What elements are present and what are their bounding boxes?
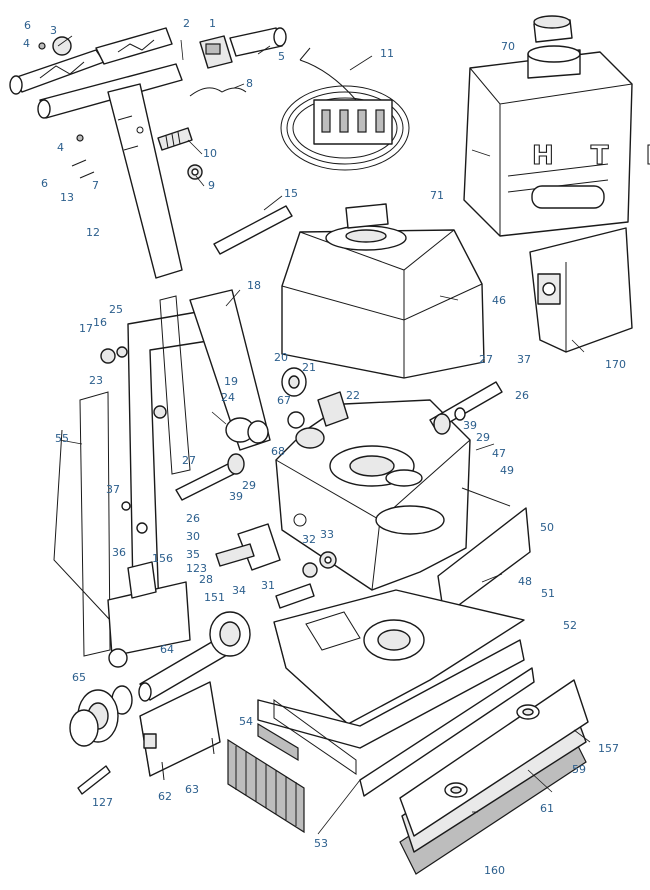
- callout-label: 9: [208, 179, 215, 192]
- callout-label: 61: [540, 802, 554, 815]
- axle-parts: [175, 381, 503, 501]
- callout-label: 26: [515, 389, 529, 402]
- callout-label: 37: [106, 483, 120, 496]
- callout-label: 156: [152, 552, 173, 565]
- callout-label: 70: [501, 40, 515, 53]
- motor-housing: [275, 391, 471, 591]
- callout-label: 10: [203, 147, 217, 160]
- callout-label: 39: [463, 419, 477, 432]
- callout-label: 151: [204, 591, 225, 604]
- leader-lines: [57, 35, 591, 835]
- callout-label: 1: [209, 17, 216, 30]
- callout-label: 63: [185, 783, 199, 796]
- callout-label: 160: [484, 864, 505, 877]
- callout-label: 6: [24, 19, 31, 32]
- callout-label: 29: [242, 479, 256, 492]
- motor-cover: [281, 203, 485, 379]
- callout-label: 26: [186, 512, 200, 525]
- callout-label: 65: [72, 671, 86, 684]
- callout-label: 22: [346, 389, 360, 402]
- frame-assembly: [53, 289, 271, 668]
- brush-strips: [227, 722, 305, 834]
- callout-label: 27: [479, 353, 493, 366]
- callout-label: 52: [563, 619, 577, 632]
- callout-label: 31: [261, 579, 275, 592]
- callout-label: 59: [572, 763, 586, 776]
- callout-label: 34: [232, 584, 246, 597]
- power-cord: [280, 47, 410, 171]
- callout-label: 64: [160, 643, 174, 656]
- callout-label: 19: [224, 375, 238, 388]
- base-plate: [257, 589, 535, 797]
- callout-label: 55: [55, 432, 69, 445]
- tube-15: [213, 205, 293, 255]
- callout-label: 29: [476, 431, 490, 444]
- callout-label: 46: [492, 294, 506, 307]
- container-label: H T F: [532, 141, 650, 171]
- callout-label: 16: [93, 316, 107, 329]
- callout-label: 53: [314, 837, 328, 850]
- callout-label: 5: [278, 50, 285, 63]
- callout-label: 36: [112, 546, 126, 559]
- callout-label: 15: [284, 187, 298, 200]
- callout-label: 8: [246, 77, 253, 90]
- pulleys: [225, 367, 307, 444]
- callout-label: 21: [302, 361, 316, 374]
- callout-label: 157: [598, 742, 619, 755]
- roller-assembly: [69, 611, 251, 795]
- callout-label: 2: [183, 17, 190, 30]
- handle-assembly: [9, 27, 287, 279]
- callout-label: 25: [109, 303, 123, 316]
- callout-label: 28: [199, 573, 213, 586]
- solution-tank: H T F: [463, 15, 650, 237]
- callout-label: 3: [50, 24, 57, 37]
- callout-label: 4: [57, 141, 64, 154]
- callout-label: 17: [79, 322, 93, 335]
- plate-47: [461, 487, 511, 507]
- callout-label: 50: [540, 521, 554, 534]
- callout-label: 39: [229, 490, 243, 503]
- callout-label: 170: [605, 358, 626, 371]
- callout-label: 7: [92, 179, 99, 192]
- callout-label: 24: [221, 391, 235, 404]
- callout-label: 20: [274, 351, 288, 364]
- callout-label: 33: [320, 528, 334, 541]
- callout-label: 68: [271, 445, 285, 458]
- callout-label: 6: [41, 177, 48, 190]
- callout-label: 11: [380, 47, 394, 60]
- callout-label: 71: [430, 189, 444, 202]
- callout-label: 12: [86, 226, 100, 239]
- callout-label: 123: [186, 562, 207, 575]
- callout-label: 67: [277, 394, 291, 407]
- callout-label: 47: [492, 447, 506, 460]
- callout-label: 27: [182, 454, 196, 467]
- callout-label: 54: [239, 715, 253, 728]
- callout-label: 23: [89, 374, 103, 387]
- callout-label: 13: [60, 191, 74, 204]
- callout-label: 127: [92, 796, 113, 809]
- bracket-assembly: [215, 523, 337, 609]
- callout-labels: 1 2 3 4 4 5 6 6 7 8 9 10 11 12 13 15 16 …: [23, 17, 626, 877]
- callout-label: 62: [158, 790, 172, 803]
- callout-label: 30: [186, 530, 200, 543]
- callout-label: 51: [541, 587, 555, 600]
- callout-label: 18: [247, 279, 261, 292]
- filter-bag: [529, 227, 633, 353]
- callout-label: 48: [518, 575, 532, 588]
- callout-label: 4: [23, 37, 30, 50]
- callout-label: 37: [517, 353, 531, 366]
- callout-label: 35: [186, 548, 200, 561]
- callout-label: 32: [302, 533, 316, 546]
- callout-label: 49: [500, 464, 514, 477]
- pad-stack: [399, 679, 589, 875]
